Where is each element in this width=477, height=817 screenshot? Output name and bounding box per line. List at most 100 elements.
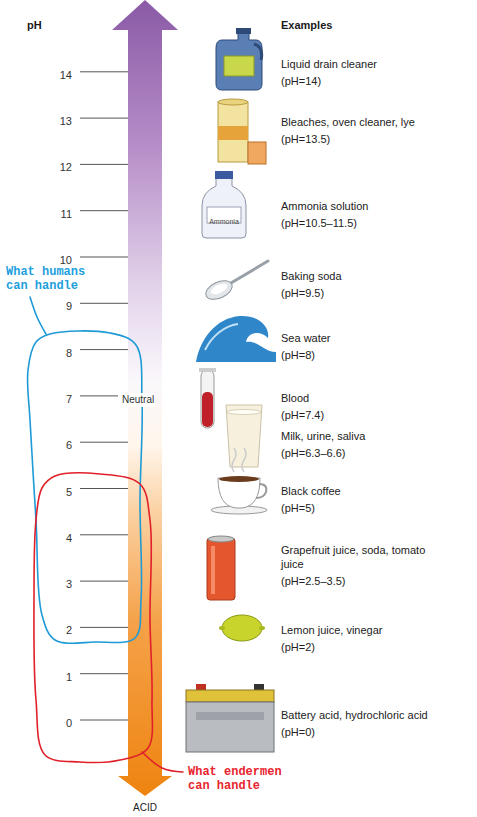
example-text: Bleaches, oven cleaner, lye xyxy=(281,115,415,129)
soda-can xyxy=(207,536,235,600)
tick xyxy=(80,349,128,350)
lemon-tip xyxy=(259,626,265,630)
example-text: (pH=8) xyxy=(281,348,315,362)
arrow-head-top xyxy=(112,0,178,30)
example-text: Blood xyxy=(281,391,309,405)
scale-number: 8 xyxy=(66,346,72,360)
scale-number: 10 xyxy=(60,253,72,267)
tick xyxy=(80,673,128,674)
scale-number-box: 7 xyxy=(30,389,72,407)
lemon xyxy=(219,615,265,641)
car-battery xyxy=(186,684,274,752)
annotation-text: What humans can handle xyxy=(6,265,102,293)
example-text-box: (pH=7.4) xyxy=(281,405,324,423)
example-text-box: Baking soda xyxy=(281,266,342,284)
scale-number-box: 5 xyxy=(30,482,72,500)
neutral-marker: Neutral xyxy=(121,393,155,407)
example-text: (pH=10.5–11.5) xyxy=(281,216,357,230)
can-highlight xyxy=(211,546,215,594)
tick xyxy=(80,534,128,535)
annotation-caption: What endermen can handle xyxy=(188,765,300,793)
baking-soda-spoon xyxy=(203,261,268,303)
example-text-box: (pH=10.5–11.5) xyxy=(281,213,357,231)
leader-line xyxy=(30,297,46,334)
example-text: (pH=2) xyxy=(281,640,315,654)
example-text: (pH=14) xyxy=(281,74,321,88)
scale-number-box: 0 xyxy=(30,713,72,731)
lye-cup xyxy=(248,142,266,164)
arrow-head-bottom xyxy=(118,776,172,796)
cup-body xyxy=(218,478,260,508)
canister-body xyxy=(218,102,248,162)
scale-number-box: 12 xyxy=(30,157,72,175)
hand-drawn-loop xyxy=(34,473,153,763)
example-text-box: Bleaches, oven cleaner, lye xyxy=(281,112,415,130)
canister-band xyxy=(218,126,248,140)
example-text-box: (pH=8) xyxy=(281,345,315,363)
blood-test-tube xyxy=(199,368,216,428)
example-text-box: Grapefruit juice, soda, tomato juice xyxy=(281,543,431,572)
tube-rim xyxy=(199,368,216,372)
sea-wave xyxy=(196,316,276,362)
tick xyxy=(80,303,128,304)
scale-number-box: 4 xyxy=(30,528,72,546)
scale-number-box: 2 xyxy=(30,620,72,638)
jug-label xyxy=(224,56,254,76)
example-text: Baking soda xyxy=(281,269,342,283)
example-text-box: Battery acid, hydrochloric acid xyxy=(281,705,428,723)
example-text: (pH=0) xyxy=(281,725,315,739)
scale-number: 14 xyxy=(60,68,72,82)
can-top xyxy=(208,536,234,542)
scale-number: 2 xyxy=(66,623,72,637)
scale-number: 12 xyxy=(60,160,72,174)
wave-foam xyxy=(205,324,238,350)
scale-number: 11 xyxy=(61,207,72,221)
annotation-text: What endermen can handle xyxy=(188,765,300,793)
tick xyxy=(80,257,128,258)
example-text-box: Liquid drain cleaner xyxy=(281,54,377,72)
scale-number: 13 xyxy=(60,114,72,128)
tube-glass xyxy=(201,370,214,428)
steam xyxy=(242,448,246,472)
example-text: Milk, urine, saliva xyxy=(281,429,365,443)
example-text-box: Blood xyxy=(281,388,309,406)
canister-top xyxy=(218,99,248,105)
drain-cleaner-jug xyxy=(216,28,262,90)
wave-body xyxy=(196,316,276,362)
tick xyxy=(80,720,128,721)
jug-body xyxy=(216,32,262,90)
example-text-box: (pH=2.5–3.5) xyxy=(281,571,346,589)
jug-cap xyxy=(236,28,251,34)
scale-number: 4 xyxy=(66,531,72,545)
example-text-box: (pH=2) xyxy=(281,637,315,655)
example-text-box: (pH=13.5) xyxy=(281,129,330,147)
scale-number-box: 9 xyxy=(30,296,72,314)
scale-number-box: 3 xyxy=(30,574,72,592)
bleach-canister xyxy=(218,99,266,164)
example-text-box: Lemon juice, vinegar xyxy=(281,620,383,638)
example-text: Ammonia solution xyxy=(281,199,368,213)
example-text: (pH=9.5) xyxy=(281,286,324,300)
axis-end-label-box: ACID xyxy=(120,797,170,815)
tick xyxy=(80,581,128,582)
scale-number: 5 xyxy=(66,485,72,499)
example-text-box: Black coffee xyxy=(281,481,341,499)
battery-lid xyxy=(186,690,274,702)
example-text: (pH=2.5–3.5) xyxy=(281,574,346,588)
milk-glass xyxy=(226,405,262,467)
column-heading: pH xyxy=(27,18,42,32)
example-text: (pH=5) xyxy=(281,501,315,515)
tick xyxy=(80,164,128,165)
example-text-box: Sea water xyxy=(281,328,331,346)
tick xyxy=(80,442,128,443)
example-text: (pH=6.3–6.6) xyxy=(281,446,346,460)
example-text-box: (pH=14) xyxy=(281,71,321,89)
scale-number: 0 xyxy=(66,716,72,730)
bottle-text-box: Ammonia xyxy=(207,210,241,228)
bottle-text: Ammonia xyxy=(209,217,239,226)
scale-number-box: 8 xyxy=(30,343,72,361)
spoon-handle xyxy=(231,261,268,283)
tick xyxy=(80,627,128,628)
soda-powder xyxy=(209,282,229,297)
tick xyxy=(80,118,128,119)
